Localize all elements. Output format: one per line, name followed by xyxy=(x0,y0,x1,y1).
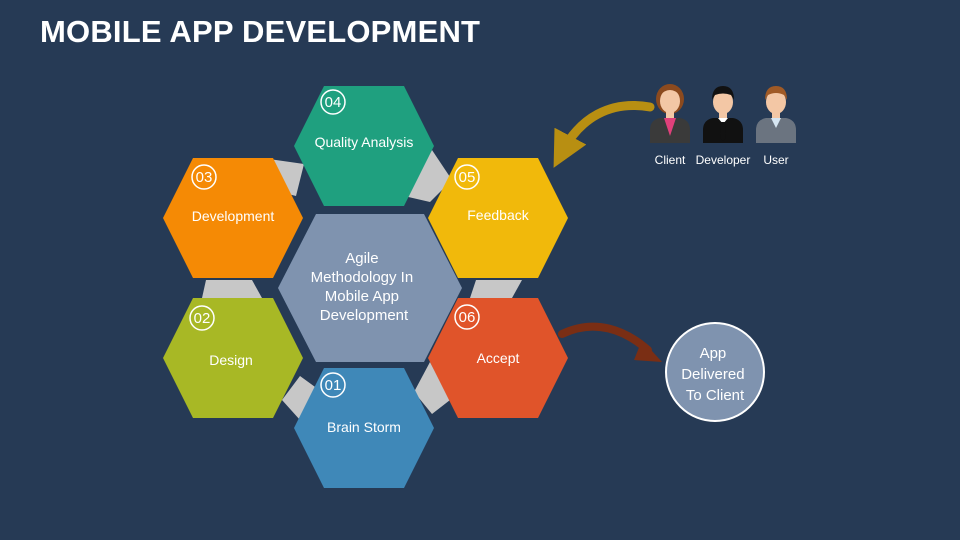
center-label-line-1: Agile xyxy=(345,250,378,267)
step-number-badge xyxy=(191,164,217,190)
step-number: 04 xyxy=(325,94,342,111)
step-label: Quality Analysis xyxy=(315,134,414,150)
step-number: 05 xyxy=(459,169,476,186)
delivered-line-3: To Client xyxy=(686,387,745,404)
person-label-user: User xyxy=(763,153,788,167)
step-feedback: 05 Feedback xyxy=(428,158,568,278)
step-number-badge xyxy=(454,304,480,330)
step-number-badge xyxy=(189,305,215,331)
female-user-icon xyxy=(650,84,690,143)
step-brain-storm: 01 Brain Storm xyxy=(294,368,434,488)
step-hexagon xyxy=(294,368,434,488)
step-hexagon xyxy=(163,298,303,418)
center-hexagon xyxy=(278,214,462,362)
person-label-developer: Developer xyxy=(696,153,751,167)
center-label-line-3: Mobile App xyxy=(325,288,399,305)
step-number-badge xyxy=(320,372,346,398)
male-user-icon xyxy=(756,86,796,143)
delivered-line-2: Delivered xyxy=(681,366,744,383)
step-number: 03 xyxy=(196,169,213,186)
center-label-line-2: Methodology In xyxy=(311,269,414,286)
slide-title: MOBILE APP DEVELOPMENT xyxy=(40,14,481,49)
step-number-badge xyxy=(320,89,346,115)
step-label: Design xyxy=(209,352,253,368)
connector-06-01 xyxy=(414,362,450,414)
connector-02-01 xyxy=(282,376,322,420)
person-label-client: Client xyxy=(655,153,686,167)
step-label: Feedback xyxy=(467,207,529,223)
step-quality-analysis: 04 Quality Analysis xyxy=(294,86,434,206)
step-number-badge xyxy=(454,164,480,190)
delivered-label: App Delivered To Client xyxy=(681,345,749,404)
step-number: 06 xyxy=(459,309,476,326)
step-label: Brain Storm xyxy=(327,419,401,435)
app-delivered-circle: App Delivered To Client xyxy=(665,322,765,422)
center-label: Agile Methodology In Mobile App Developm… xyxy=(311,250,418,324)
connector-04-05 xyxy=(404,150,452,202)
center-label-line-4: Development xyxy=(320,307,409,324)
connector-03-02 xyxy=(202,280,262,298)
step-development: 03 Development xyxy=(163,158,303,278)
step-design: 02 Design xyxy=(163,298,303,418)
developer-icon xyxy=(703,86,743,143)
step-accept: 06 Accept xyxy=(428,298,568,418)
feedback-arrow xyxy=(553,101,655,168)
connector-05-06 xyxy=(470,280,522,298)
step-hexagon xyxy=(294,86,434,206)
step-label: Accept xyxy=(477,350,520,366)
step-number: 01 xyxy=(325,377,342,394)
step-label: Development xyxy=(192,208,275,224)
step-number: 02 xyxy=(194,310,211,327)
delivery-arrow xyxy=(558,322,662,362)
delivered-line-1: App xyxy=(700,345,727,362)
